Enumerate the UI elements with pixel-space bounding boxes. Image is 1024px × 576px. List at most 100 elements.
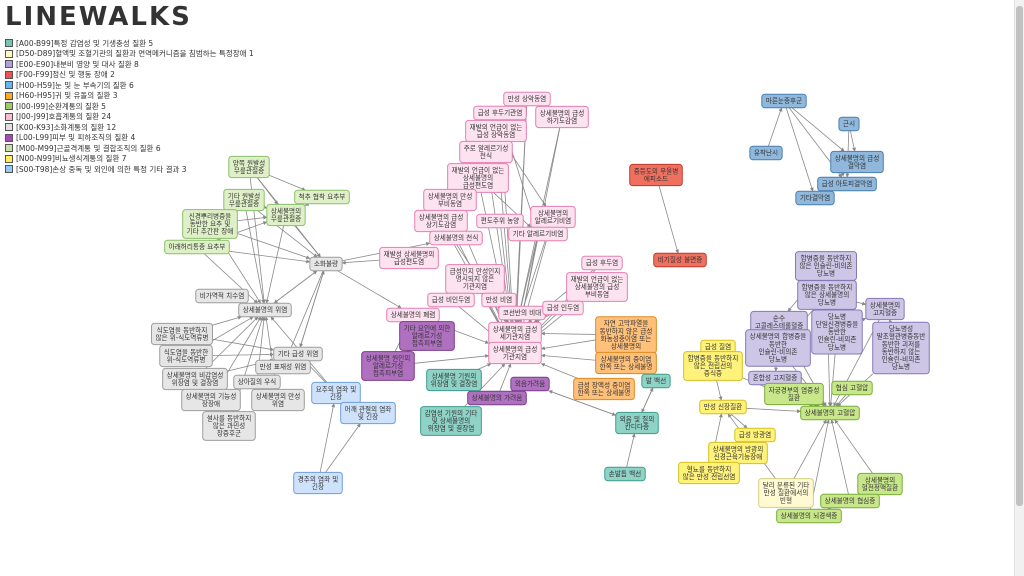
node-box[interactable]: [678, 461, 740, 485]
diagnosis-node[interactable]: 만성 비염: [481, 292, 517, 308]
node-box[interactable]: [445, 264, 505, 294]
diagnosis-node[interactable]: 상세불명의 뇌경색증: [776, 508, 842, 524]
node-box[interactable]: [488, 341, 542, 365]
diagnosis-node[interactable]: 혼합성 고지혈증: [748, 370, 802, 386]
node-box[interactable]: [745, 329, 811, 367]
legend-item[interactable]: [A00-B99]특정 감염성 및 기생충성 질환 5: [5, 38, 254, 49]
node-box[interactable]: [223, 188, 265, 212]
legend-item[interactable]: [H60-H95]귀 및 유돌의 질환 3: [5, 91, 254, 102]
legend-item[interactable]: [K00-K93]소화계통의 질환 12: [5, 122, 254, 133]
diagnosis-node[interactable]: 경추의 염좌 및긴장: [293, 471, 343, 495]
diagnosis-node[interactable]: 만성 신장질환: [699, 399, 747, 415]
node-box[interactable]: [294, 189, 350, 205]
node-box[interactable]: [508, 226, 568, 242]
node-box[interactable]: [566, 272, 628, 302]
node-box[interactable]: [820, 493, 880, 509]
node-box[interactable]: [399, 321, 455, 351]
node-box[interactable]: [340, 401, 396, 425]
node-box[interactable]: [361, 351, 415, 381]
node-box[interactable]: [379, 246, 439, 270]
diagnosis-node[interactable]: 상아질의 우식: [233, 374, 281, 390]
vertical-scrollbar[interactable]: [1014, 0, 1024, 576]
node-box[interactable]: [831, 380, 873, 396]
diagnosis-node[interactable]: 만성 상악동염: [503, 91, 551, 107]
node-box[interactable]: [476, 213, 524, 229]
node-box[interactable]: [795, 190, 835, 206]
diagnosis-node[interactable]: 기타결막염: [795, 190, 835, 206]
node-box[interactable]: [426, 368, 482, 392]
legend-item[interactable]: [I00-I99]순환계통의 질환 5: [5, 101, 254, 112]
node-box[interactable]: [542, 300, 584, 316]
node-box[interactable]: [615, 411, 659, 435]
node-box[interactable]: [266, 203, 306, 227]
node-box[interactable]: [764, 382, 824, 406]
diagnosis-node[interactable]: 급성 인두염: [542, 300, 584, 316]
node-box[interactable]: [503, 91, 551, 107]
node-box[interactable]: [459, 140, 513, 164]
diagnosis-node[interactable]: 상세불명의 폐렴: [386, 307, 440, 323]
node-box[interactable]: [800, 405, 860, 421]
diagnosis-node[interactable]: 협심 고혈압: [831, 380, 873, 396]
legend-item[interactable]: [F00-F99]정신 및 행동 장애 2: [5, 70, 254, 81]
scroll-thumb[interactable]: [1016, 6, 1023, 506]
node-box[interactable]: [629, 163, 683, 187]
node-box[interactable]: [255, 359, 311, 375]
node-box[interactable]: [182, 209, 238, 239]
node-box[interactable]: [749, 145, 783, 161]
node-box[interactable]: [535, 105, 589, 129]
legend-item[interactable]: [M00-M99]근골격계통 및 결합조직의 질환 6: [5, 143, 254, 154]
node-box[interactable]: [238, 302, 292, 318]
diagnosis-node[interactable]: 어깨 관절의 염좌및 긴장: [340, 401, 396, 425]
node-box[interactable]: [233, 374, 281, 390]
node-box[interactable]: [653, 252, 707, 268]
node-box[interactable]: [872, 321, 930, 375]
diagnosis-node[interactable]: 발 백선: [641, 373, 671, 389]
node-box[interactable]: [228, 155, 270, 179]
legend-item[interactable]: [H00-H59]눈 및 눈 부속기의 질환 6: [5, 80, 254, 91]
node-box[interactable]: [595, 351, 657, 375]
diagnosis-node[interactable]: 상세불명의 천식: [429, 230, 483, 246]
node-box[interactable]: [699, 399, 747, 415]
node-box[interactable]: [447, 163, 509, 193]
diagnosis-node[interactable]: 급성 후두기관염: [473, 105, 527, 121]
diagnosis-node[interactable]: 급성 후두염: [581, 255, 623, 271]
node-box[interactable]: [865, 297, 905, 321]
legend-item[interactable]: [E00-E90]내분비 영양 및 대사 질환 8: [5, 59, 254, 70]
node-box[interactable]: [857, 472, 903, 496]
legend-item[interactable]: [S00-T98]손상 중독 및 외인에 의한 특정 기타 결과 3: [5, 164, 254, 175]
node-box[interactable]: [311, 381, 361, 405]
node-box[interactable]: [758, 478, 814, 508]
node-box[interactable]: [604, 466, 646, 482]
node-box[interactable]: [467, 390, 527, 406]
node-box[interactable]: [641, 373, 671, 389]
legend-item[interactable]: [J00-J99]호흡계통의 질환 24: [5, 112, 254, 123]
node-box[interactable]: [797, 280, 857, 310]
diagnosis-node[interactable]: 코선반의 비대: [498, 305, 546, 321]
